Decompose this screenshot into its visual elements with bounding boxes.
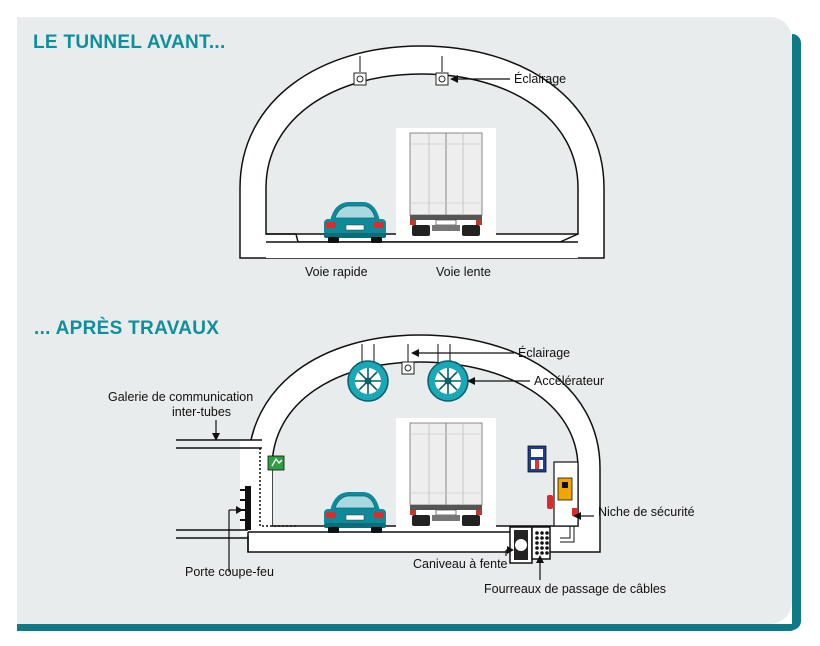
ceiling-light-icon: [401, 361, 415, 375]
cross-gallery-opening: [240, 440, 272, 536]
arrowhead: [536, 555, 544, 563]
panel-border-right: [792, 34, 801, 630]
tunnel-before: Éclairage Voie rapide Voie lente: [239, 45, 605, 279]
arrowhead: [467, 377, 475, 385]
section-title-before: LE TUNNEL AVANT...: [33, 32, 226, 53]
safety-niche: [547, 461, 579, 543]
fire-door: [245, 486, 251, 530]
tunnel-after-shell: [247, 334, 601, 553]
label-safety-niche: Niche de sécurité: [598, 505, 695, 519]
label-fast-lane: Voie rapide: [305, 265, 368, 279]
truck: [395, 127, 497, 241]
label-gallery-line1: Galerie de communication: [108, 390, 253, 404]
ceiling-light-icon: [435, 72, 449, 86]
car: [323, 201, 387, 244]
arrowhead: [212, 433, 220, 441]
jet-fan-icon: [427, 360, 469, 402]
truck: [395, 417, 497, 531]
label-lighting-after: Éclairage: [518, 345, 570, 360]
label-slow-lane: Voie lente: [436, 265, 491, 279]
label-accelerator: Accélérateur: [534, 374, 604, 388]
jet-fan-icon: [347, 360, 389, 402]
ceiling-light-icon: [353, 72, 367, 86]
panel-border-bottom: [17, 624, 797, 631]
arrowhead: [236, 506, 243, 514]
emergency-phone-icon: [557, 477, 573, 501]
label-cable-ducts: Fourreaux de passage de câbles: [484, 582, 666, 596]
tunnel-before-shell: [239, 45, 605, 259]
arrowhead: [573, 512, 581, 520]
fire-extinguisher-icon: [547, 495, 553, 509]
gutter-and-ducts: [509, 526, 551, 564]
tunnel-after: Éclairage Accélérateur Galerie de commun…: [108, 334, 695, 596]
arrowhead: [507, 546, 514, 554]
emergency-exit-sign-icon: [267, 455, 285, 471]
label-slotted-gutter: Caniveau à fente: [413, 557, 508, 571]
label-fire-door: Porte coupe-feu: [185, 565, 274, 579]
arrowhead: [450, 75, 458, 83]
information-sign-icon: [527, 445, 547, 473]
label-gallery-line2: inter-tubes: [172, 405, 231, 419]
tunnel-before-road-surface: [266, 242, 578, 258]
arrowhead: [411, 349, 419, 357]
section-title-after: ... APRÈS TRAVAUX: [34, 318, 220, 339]
label-lighting-before: Éclairage: [514, 71, 566, 86]
car: [323, 491, 387, 534]
